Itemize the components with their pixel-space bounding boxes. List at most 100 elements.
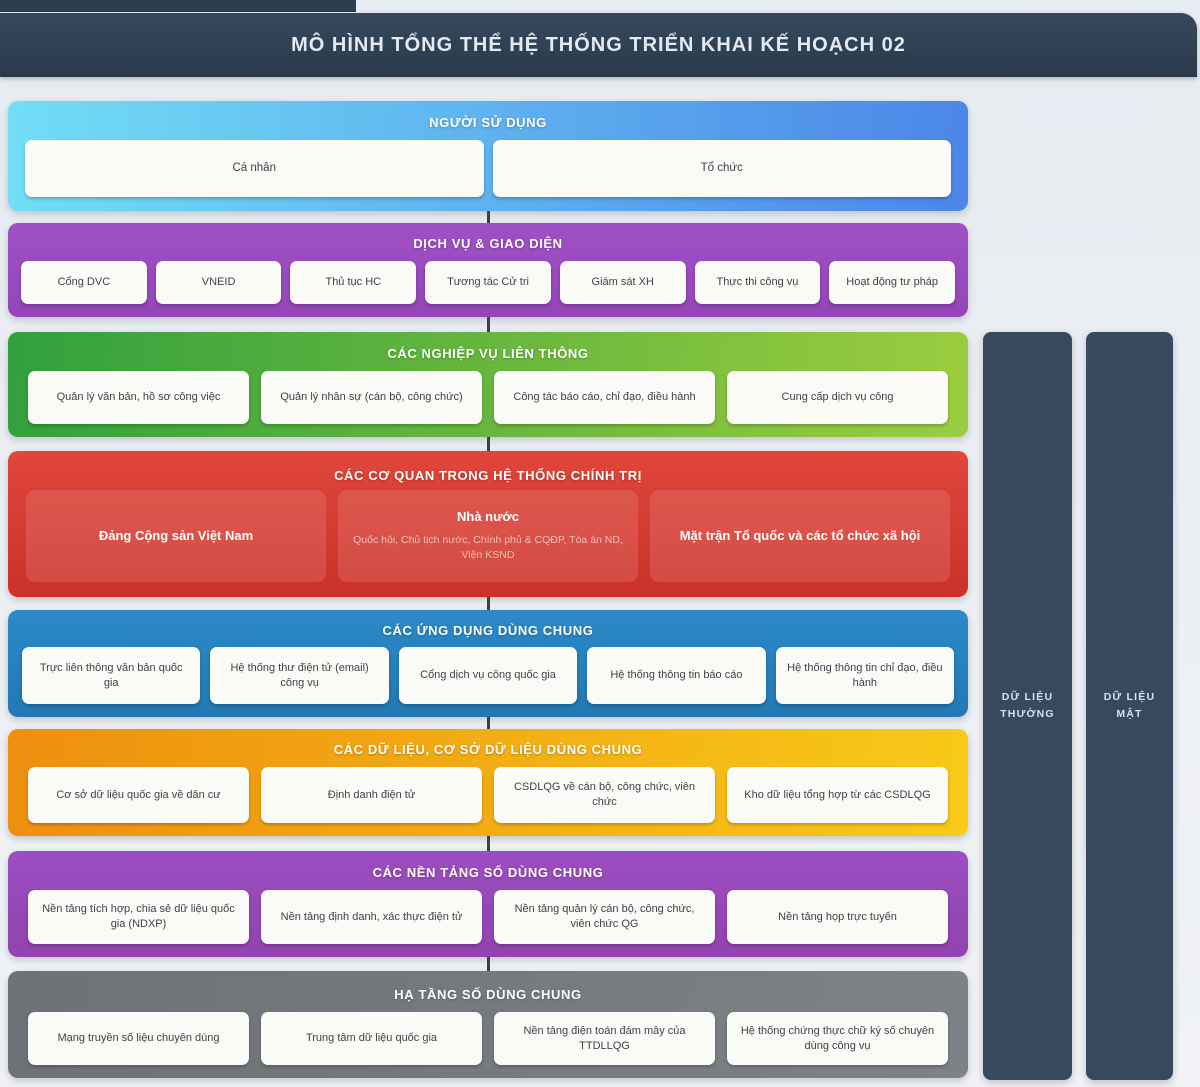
- box-he-thong-tt-bao-cao: Hệ thống thông tin báo cáo: [587, 647, 766, 704]
- box-trung-tam-du-lieu-qg: Trung tâm dữ liệu quốc gia: [261, 1012, 482, 1065]
- band-services-row: Cổng DVC VNEID Thủ tục HC Tương tác Cử t…: [8, 251, 968, 317]
- connector-line: [487, 717, 490, 729]
- band-platforms: CÁC NỀN TẢNG SỐ DÙNG CHUNG Nền tảng tích…: [8, 851, 968, 957]
- box-label: Mạng truyền số liệu chuyên dùng: [57, 1032, 220, 1045]
- page-title: MÔ HÌNH TỔNG THỂ HỆ THỐNG TRIỂN KHAI KẾ …: [291, 33, 906, 56]
- box-quan-ly-van-ban: Quản lý văn bản, hồ sơ công việc: [28, 371, 249, 424]
- box-label: Thủ tục HC: [325, 276, 382, 289]
- box-label: Nền tảng định danh, xác thực điện tử: [280, 910, 463, 923]
- band-platforms-row: Nền tảng tích hợp, chia sẻ dữ liệu quốc …: [8, 880, 968, 957]
- band-apps-row: Trực liên thông văn bản quốc gia Hệ thốn…: [8, 638, 968, 717]
- box-quan-ly-nhan-su: Quản lý nhân sự (cán bộ, công chức): [261, 371, 482, 424]
- box-label: Hoạt động tư pháp: [846, 276, 939, 289]
- column-du-lieu-thuong: DỮ LIỆU THƯỜNG: [983, 332, 1072, 1080]
- box-mat-tran-to-quoc: Mặt trận Tổ quốc và các tổ chức xã hội: [650, 490, 950, 582]
- box-thu-tuc-hc: Thủ tục HC: [290, 261, 417, 304]
- column-du-lieu-mat: DỮ LIỆU MẬT: [1086, 332, 1173, 1080]
- band-agencies-title: CÁC CƠ QUAN TRONG HỆ THỐNG CHÍNH TRỊ: [334, 468, 642, 483]
- box-tuong-tac-cu-tri: Tương tác Cử tri: [425, 261, 551, 304]
- box-label: Tương tác Cử tri: [447, 276, 529, 289]
- band-business-row: Quản lý văn bản, hồ sơ công việc Quản lý…: [8, 361, 968, 437]
- box-label: Quản lý nhân sự (cán bộ, công chức): [280, 391, 463, 404]
- box-thuc-thi-cong-vu: Thực thi công vụ: [694, 261, 821, 304]
- column-label: DỮ LIỆU MẬT: [1103, 691, 1156, 720]
- box-he-thong-tt-chi-dao: Hệ thống thông tin chỉ đạo, điều hành: [775, 647, 955, 704]
- box-ca-nhan: Cá nhân: [25, 140, 484, 197]
- box-ndxp: Nền tảng tích hợp, chia sẻ dữ liệu quốc …: [28, 890, 249, 944]
- box-to-chuc: Tổ chức: [492, 140, 951, 197]
- box-cung-cap-dich-vu-cong: Cung cấp dịch vụ công: [727, 371, 948, 424]
- connector-line: [487, 317, 490, 332]
- box-label: Nền tảng điện toán đám mây của TTDLLQG: [523, 1024, 686, 1052]
- box-csdlqg-can-bo: CSDLQG về cán bộ, công chức, viên chức: [494, 767, 715, 823]
- box-label: Nhà nước: [457, 508, 519, 524]
- connector-line: [487, 957, 490, 971]
- box-giam-sat-xh: Giám sát XH: [559, 261, 686, 304]
- box-label: Nền tảng quản lý cán bộ, công chức, viên…: [514, 903, 695, 930]
- band-infra-title: HẠ TẦNG SỐ DÙNG CHUNG: [394, 987, 582, 1002]
- band-data: CÁC DỮ LIỆU, CƠ SỞ DỮ LIỆU DÙNG CHUNG Cơ…: [8, 729, 968, 836]
- box-label: Trực liên thông văn bản quốc gia: [39, 661, 183, 689]
- box-label: Trung tâm dữ liệu quốc gia: [305, 1032, 438, 1045]
- box-label: Cổng DVC: [57, 276, 111, 289]
- box-label: Hệ thống chứng thực chữ ký số chuyên dùn…: [740, 1024, 935, 1052]
- box-dang-cong-san: Đảng Cộng sản Việt Nam: [26, 490, 326, 582]
- box-csdl-dan-cu: Cơ sở dữ liệu quốc gia về dân cư: [28, 767, 249, 823]
- box-label: Nền tảng tích hợp, chia sẻ dữ liệu quốc …: [42, 903, 235, 930]
- box-label: Định danh điện tử: [327, 788, 416, 801]
- band-business-title: CÁC NGHIỆP VỤ LIÊN THÔNG: [387, 346, 589, 361]
- box-label: Cổng dịch vụ công quốc gia: [420, 669, 556, 682]
- box-truc-lien-thong: Trực liên thông văn bản quốc gia: [22, 647, 201, 704]
- box-label: Hệ thống thông tin chỉ đạo, điều hành: [787, 661, 943, 689]
- box-label: Hệ thống thư điện tử (email) công vụ: [230, 661, 369, 689]
- box-cong-dich-vu-cong-qg: Cổng dịch vụ công quốc gia: [398, 647, 578, 704]
- top-accent-strip: [0, 0, 356, 12]
- band-infra: HẠ TẦNG SỐ DÙNG CHUNG Mạng truyền số liệ…: [8, 971, 968, 1078]
- box-hoat-dong-tu-phap: Hoạt động tư pháp: [829, 261, 956, 304]
- column-label: DỮ LIỆU THƯỜNG: [1000, 691, 1055, 720]
- diagram-header: MÔ HÌNH TỔNG THỂ HỆ THỐNG TRIỂN KHAI KẾ …: [0, 13, 1197, 77]
- box-nha-nuoc: Nhà nước Quốc hội, Chủ tịch nước, Chính …: [338, 490, 638, 582]
- box-label: Cơ sở dữ liệu quốc gia về dân cư: [56, 788, 221, 801]
- band-business: CÁC NGHIỆP VỤ LIÊN THÔNG Quản lý văn bản…: [8, 332, 968, 437]
- box-dien-toan-dam-may: Nền tảng điện toán đám mây của TTDLLQG: [494, 1012, 715, 1065]
- connector-line: [487, 437, 490, 451]
- box-cong-tac-bao-cao: Công tác báo cáo, chỉ đạo, điều hành: [494, 371, 715, 424]
- band-agencies: CÁC CƠ QUAN TRONG HỆ THỐNG CHÍNH TRỊ Đản…: [8, 451, 968, 597]
- band-services: DỊCH VỤ & GIAO DIỆN Cổng DVC VNEID Thủ t…: [8, 223, 968, 317]
- box-label: Giám sát XH: [591, 276, 654, 289]
- box-vneid: VNEID: [155, 261, 282, 304]
- box-dinh-danh-dien-tu: Định danh điện tử: [261, 767, 482, 823]
- box-label: VNEID: [201, 276, 236, 289]
- box-mang-truyen-so-lieu: Mạng truyền số liệu chuyên dùng: [28, 1012, 249, 1065]
- box-label: Cung cấp dịch vụ công: [781, 391, 894, 404]
- box-kho-du-lieu: Kho dữ liệu tổng hợp từ các CSDLQG: [727, 767, 948, 823]
- box-nen-tang-quan-ly-cb: Nền tảng quản lý cán bộ, công chức, viên…: [494, 890, 715, 944]
- box-cong-dvc: Cổng DVC: [21, 261, 147, 304]
- box-sublabel: Quốc hội, Chủ tịch nước, Chính phủ & CQĐ…: [353, 533, 623, 562]
- band-users-row: Cá nhân Tổ chức: [8, 130, 968, 211]
- band-services-title: DỊCH VỤ & GIAO DIỆN: [413, 236, 563, 251]
- band-apps: CÁC ỨNG DỤNG DÙNG CHUNG Trực liên thông …: [8, 610, 968, 717]
- band-platforms-title: CÁC NỀN TẢNG SỐ DÙNG CHUNG: [372, 865, 604, 880]
- box-label: Hệ thống thông tin báo cáo: [610, 669, 743, 682]
- box-label: Đảng Cộng sản Việt Nam: [98, 528, 254, 544]
- connector-line: [487, 597, 490, 610]
- band-users-title: NGƯỜI SỬ DỤNG: [429, 115, 547, 130]
- box-label: Quản lý văn bản, hồ sơ công việc: [56, 391, 221, 404]
- band-apps-title: CÁC ỨNG DỤNG DÙNG CHUNG: [382, 623, 594, 638]
- band-data-title: CÁC DỮ LIỆU, CƠ SỞ DỮ LIỆU DÙNG CHUNG: [333, 742, 643, 757]
- box-label: CSDLQG về cán bộ, công chức, viên chức: [513, 781, 695, 808]
- band-agencies-row: Đảng Cộng sản Việt Nam Nhà nước Quốc hội…: [8, 483, 968, 597]
- band-infra-row: Mạng truyền số liệu chuyên dùng Trung tâ…: [8, 1002, 968, 1078]
- box-label: Cá nhân: [232, 161, 276, 174]
- box-label: Mặt trận Tổ quốc và các tổ chức xã hội: [679, 528, 921, 544]
- box-nen-tang-dinh-danh: Nền tảng định danh, xác thực điện tử: [261, 890, 482, 944]
- box-he-thong-thu-dien-tu: Hệ thống thư điện tử (email) công vụ: [210, 647, 389, 704]
- box-label: Kho dữ liệu tổng hợp từ các CSDLQG: [744, 788, 931, 801]
- box-label: Công tác báo cáo, chỉ đạo, điều hành: [513, 391, 696, 404]
- box-label: Thực thi công vụ: [716, 276, 799, 289]
- connector-line: [487, 836, 490, 851]
- box-label: Tổ chức: [700, 161, 743, 174]
